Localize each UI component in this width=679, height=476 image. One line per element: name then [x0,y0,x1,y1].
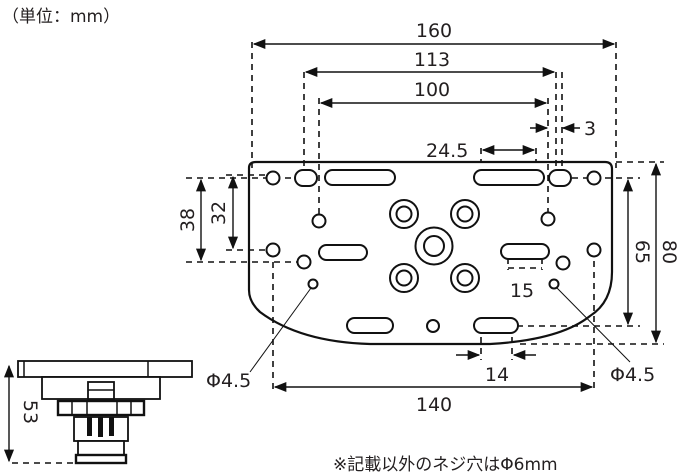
boss-hole [456,205,474,223]
hole [540,211,556,227]
plate-outline [247,160,614,346]
dim-80-label: 80 [658,240,679,264]
hole [311,213,327,229]
slot-hole [324,169,396,186]
hole [265,242,281,258]
dim-3-label: 3 [584,118,596,140]
slot-hole [318,244,368,261]
slot-hole [548,169,572,187]
plate-holes [265,169,602,334]
side-plate [17,360,193,378]
boss-hole [395,269,413,287]
side-view [17,360,193,465]
slot-hole [294,169,318,187]
dim-100-label: 100 [414,79,450,101]
hole [586,242,602,258]
slot-hole [473,169,545,186]
slot-hole [500,243,550,260]
hole [586,170,602,186]
dim-38-label: 38 [177,208,199,232]
dim-65-label: 65 [631,240,653,264]
hole [555,255,571,271]
dim-113-label: 113 [414,49,450,71]
side-neck [77,440,125,456]
dim-140-label: 140 [416,394,452,416]
leader-right [556,287,631,363]
boss-hole [456,269,474,287]
dim-24-5-label: 24.5 [426,140,468,162]
hole [265,170,281,186]
dim-160-label: 160 [416,20,452,42]
hole-label-left: Φ4.5 [206,370,251,392]
side-base [74,453,128,465]
side-flange [56,399,146,417]
slot-hole [346,317,394,334]
hole [426,319,440,333]
side-fin [109,417,114,436]
small-hole-right [548,278,560,290]
unit-label: （単位：mm） [2,7,120,27]
leader-left [249,287,312,373]
dim-32-label: 32 [208,201,230,225]
hole-label-right: Φ4.5 [610,364,655,386]
center-boss-hole [423,235,445,257]
dim-14-label: 14 [485,364,509,386]
boss-hole [395,205,413,223]
side-fin [87,417,92,436]
dim-15-label: 15 [510,280,534,302]
hole [296,254,312,270]
side-fin [98,417,103,437]
dimension-lines [3,38,662,463]
slot-hole [473,317,519,334]
small-hole-left [307,278,319,290]
dim-53-label: 53 [19,400,41,424]
footnote: ※記載以外のネジ穴はΦ6mm [333,455,558,475]
